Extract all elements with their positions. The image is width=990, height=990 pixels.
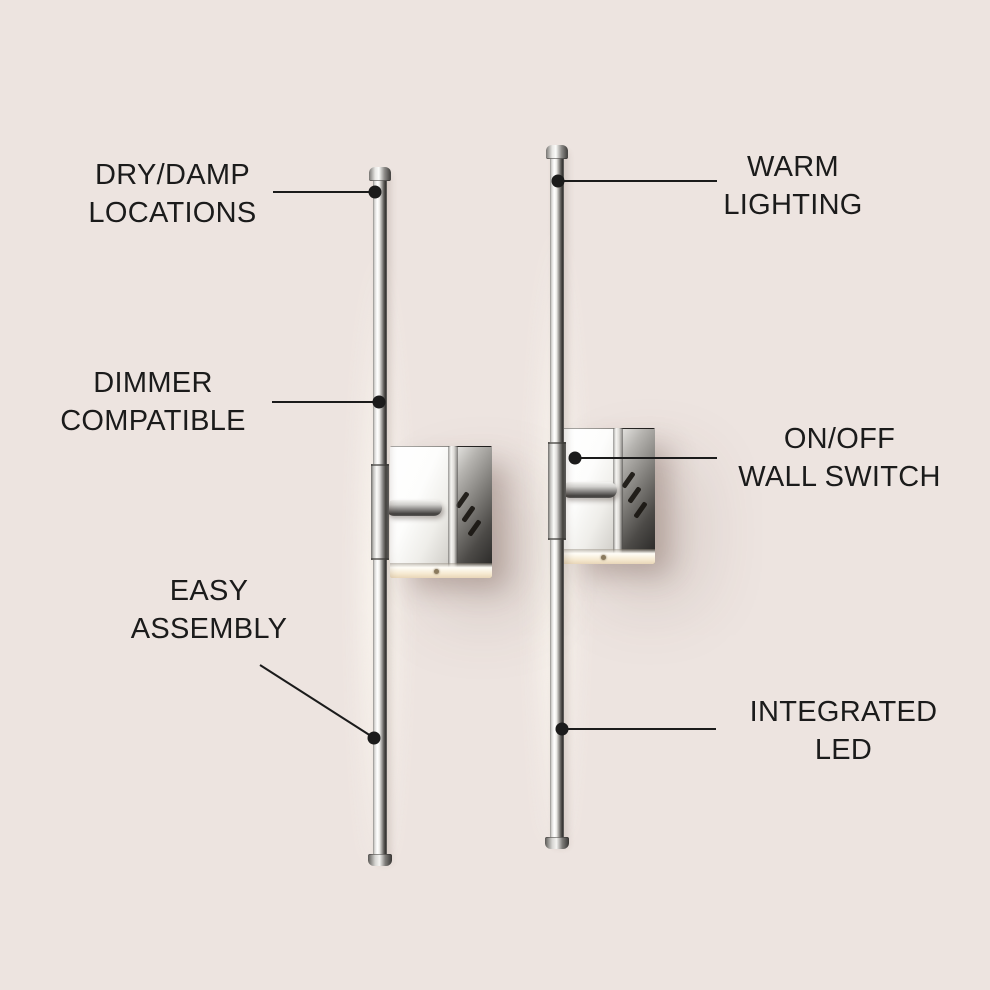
callout-dimmer-compatible: DIMMER COMPATIBLE [48, 364, 258, 440]
tube-bottom-cap [368, 854, 392, 866]
mount-screw [434, 569, 439, 574]
callout-on-off-wall-switch: ON/OFF WALL SWITCH [722, 420, 957, 496]
callout-line: LOCATIONS [88, 197, 257, 229]
mount-box-bottom-glow [390, 563, 492, 578]
wall-mount-box [390, 446, 492, 578]
callout-line: DIMMER [93, 367, 213, 399]
reflection-slash [621, 471, 636, 489]
callout-line: ON/OFF [783, 423, 896, 455]
callout-line: WARM [747, 151, 839, 183]
mount-box-side-face [454, 446, 492, 578]
tube-top-cap [546, 145, 568, 159]
mount-arm [562, 482, 617, 498]
tube-bottom-cap [545, 837, 569, 849]
callout-dry-damp-locations: DRY/DAMP LOCATIONS [50, 156, 295, 232]
callout-line: LIGHTING [723, 189, 863, 221]
tube-sleeve-joint [371, 464, 389, 560]
callout-line: LED [814, 734, 873, 766]
mount-box-side-face [619, 428, 655, 564]
tube-top-cap [369, 167, 391, 181]
reflection-slash [467, 519, 482, 537]
callout-line: INTEGRATED [749, 696, 938, 728]
tube-sleeve-joint [548, 442, 566, 540]
reflection-slash [627, 486, 642, 504]
callout-easy-assembly: EASY ASSEMBLY [109, 572, 309, 648]
mount-box-frame-edge [613, 428, 623, 564]
reflection-slash [633, 501, 648, 519]
mount-screw [601, 555, 606, 560]
mount-box-bottom-glow [561, 549, 655, 564]
callout-warm-lighting: WARM LIGHTING [693, 148, 893, 224]
callout-line: DRY/DAMP [95, 159, 250, 191]
mount-arm [386, 500, 442, 516]
callout-line: ASSEMBLY [130, 613, 288, 645]
reflection-slash [461, 505, 476, 523]
callout-integrated-led: INTEGRATED LED [741, 693, 946, 769]
callout-line: COMPATIBLE [60, 405, 246, 437]
callout-line: EASY [169, 575, 249, 607]
callout-line: WALL SWITCH [738, 461, 941, 493]
mount-box-frame-edge [448, 446, 458, 578]
